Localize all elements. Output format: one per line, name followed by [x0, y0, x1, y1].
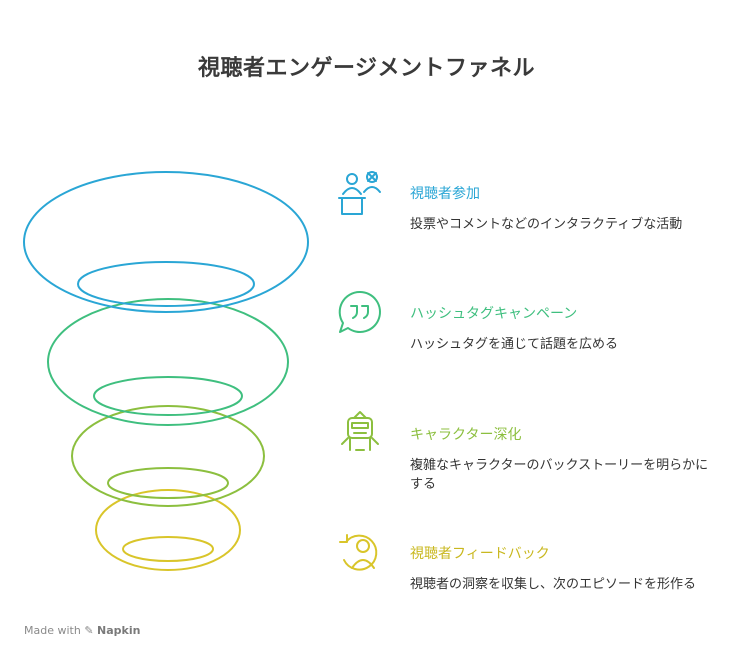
people-podium-icon — [338, 171, 381, 215]
napkin-logo-icon: ✎ — [84, 624, 94, 637]
funnel-ring-4 — [95, 489, 241, 571]
watermark-brand: Napkin — [97, 624, 141, 637]
user-feedback-icon — [339, 534, 378, 571]
stage-4-name: 視聴者フィードバック — [410, 546, 550, 562]
robot-icon — [341, 411, 379, 451]
stage-2-description: ハッシュタグを通じて話題を広める — [410, 337, 619, 352]
funnel-ring-3 — [71, 405, 265, 507]
stage-1-name: 視聴者参加 — [410, 186, 480, 202]
quote-bubble-icon — [338, 290, 381, 333]
funnel-ring-1 — [23, 171, 309, 313]
stage-4: 視聴者フィードバック 視聴者の洞察を収集し、次のエピソードを形作る — [410, 543, 710, 594]
watermark: Made with ✎ Napkin — [24, 624, 140, 637]
stage-3-description: 複雑なキャラクターのバックストーリーを明らかにする — [410, 458, 709, 492]
stage-1-description: 投票やコメントなどのインタラクティブな活動 — [410, 217, 683, 232]
stage-2-name: ハッシュタグキャンペーン — [410, 306, 578, 322]
stage-2: ハッシュタグキャンペーン ハッシュタグを通じて話題を広める — [410, 303, 710, 354]
page-title: 視聴者エンゲージメントファネル — [197, 56, 536, 81]
watermark-prefix: Made with — [24, 624, 81, 637]
funnel-ring-2 — [47, 298, 289, 426]
stage-3-name: キャラクター深化 — [410, 427, 522, 443]
stage-4-description: 視聴者の洞察を収集し、次のエピソードを形作る — [410, 577, 697, 592]
stage-1: 視聴者参加 投票やコメントなどのインタラクティブな活動 — [410, 183, 710, 234]
stage-3: キャラクター深化 複雑なキャラクターのバックストーリーを明らかにする — [410, 424, 710, 494]
